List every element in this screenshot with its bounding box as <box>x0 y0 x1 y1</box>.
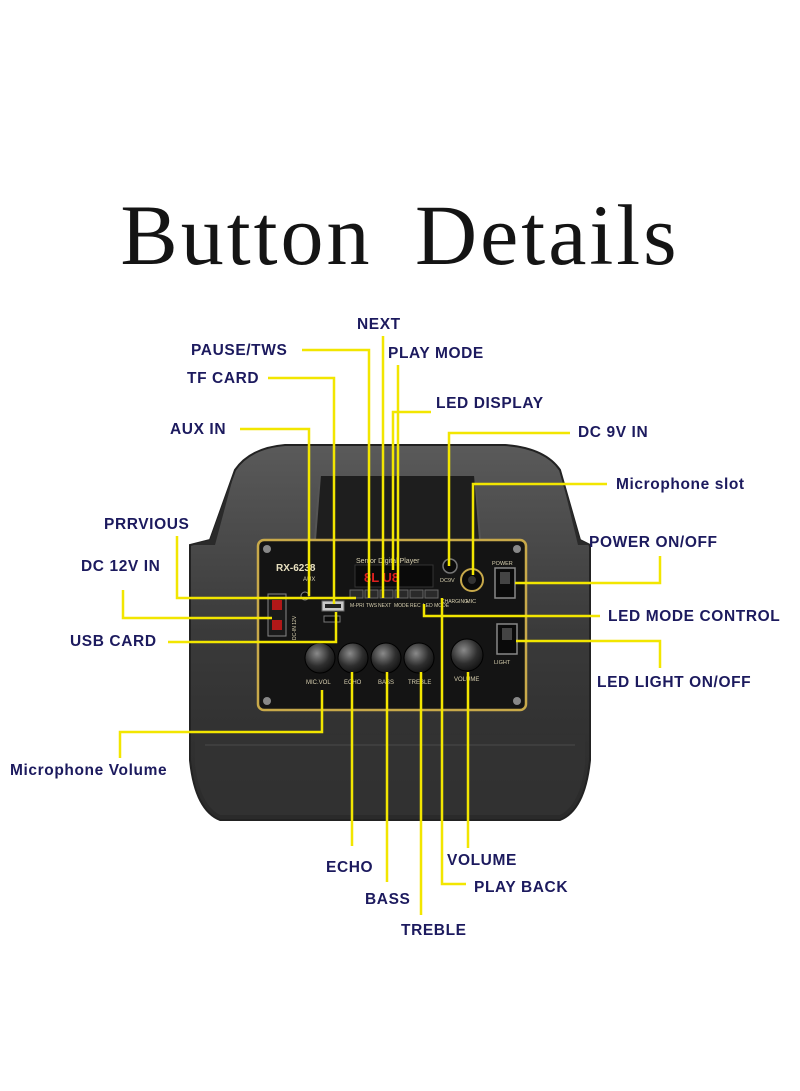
label-dc-9v-in: DC 9V IN <box>578 424 649 441</box>
label-pause-tws: PAUSE/TWS <box>191 342 288 359</box>
label-play-back: PLAY BACK <box>474 879 569 896</box>
rec-button[interactable] <box>409 589 424 599</box>
label-next: NEXT <box>357 316 401 333</box>
label-led-display: LED DISPLAY <box>436 395 544 412</box>
leader-led-mode-control <box>422 604 600 618</box>
knob-row: MIC.VOL ECHO BASS TREBLE VOLUME <box>304 638 484 686</box>
leader-dc-9v-in <box>447 431 570 566</box>
tws-button[interactable] <box>364 589 379 599</box>
power-switch-label: POWER <box>492 561 513 567</box>
red-terminal <box>272 600 282 610</box>
led-mode-button[interactable] <box>424 589 439 599</box>
model-text: RX-6238 <box>276 563 316 574</box>
mic-vol-knob[interactable] <box>304 642 336 674</box>
knob-label-volume: VOLUME <box>454 677 479 683</box>
player-name-text: Senior Digital Player <box>356 558 420 565</box>
tf-card-slot[interactable] <box>323 615 341 623</box>
leader-tf-card <box>268 376 336 604</box>
page-title: Button Details <box>120 187 680 283</box>
button-label-rec: REC <box>410 603 421 609</box>
volume-knob[interactable] <box>450 638 484 672</box>
button-label-mode: MODE <box>394 603 410 609</box>
mic-jack-label: MIC <box>466 599 476 605</box>
leader-aux-in <box>240 427 311 596</box>
label-usb-card: USB CARD <box>70 633 157 650</box>
leader-microphone-volume <box>118 690 324 758</box>
red-terminal-2 <box>272 620 282 630</box>
leader-previous <box>175 536 356 600</box>
label-tf-card: TF CARD <box>187 370 260 387</box>
leader-pause-tws <box>302 348 371 598</box>
button-label-next: NEXT <box>378 603 391 609</box>
leader-lines <box>118 336 662 915</box>
leader-play-back <box>440 598 466 886</box>
led-display-text: 8L U8 <box>364 570 399 585</box>
charging-label: CHARGING <box>441 599 468 605</box>
button-label-led-mode: LED MODE <box>423 603 450 609</box>
knob-label-mic-vol: MIC.VOL <box>306 680 331 686</box>
leader-power-on-off <box>515 556 662 585</box>
button-label-tws: TWS <box>366 603 378 609</box>
echo-knob[interactable] <box>337 642 369 674</box>
mode-button[interactable] <box>394 589 409 599</box>
leader-usb-card <box>168 612 338 644</box>
label-previous: PRRVIOUS <box>104 516 190 533</box>
label-echo: ECHO <box>326 859 374 876</box>
dc-in-label: DC-IN 12V <box>292 615 298 640</box>
label-volume: VOLUME <box>447 852 517 869</box>
label-led-light-on-off: LED LIGHT ON/OFF <box>597 674 752 691</box>
leader-led-display <box>391 410 431 570</box>
label-bass: BASS <box>365 891 411 908</box>
label-microphone-slot: Microphone slot <box>616 476 745 493</box>
leader-led-light-on-off <box>516 639 662 668</box>
label-dc-12v-in: DC 12V IN <box>81 558 161 575</box>
knob-label-treble: TREBLE <box>408 680 431 686</box>
light-switch-label: LIGHT <box>494 660 511 666</box>
next-button[interactable] <box>379 589 394 599</box>
bass-knob[interactable] <box>370 642 402 674</box>
m-pri-button[interactable] <box>349 589 364 599</box>
label-aux-in: AUX IN <box>170 421 227 438</box>
label-power-on-off: POWER ON/OFF <box>589 534 718 551</box>
leader-dc-12v-in <box>121 590 272 620</box>
label-treble: TREBLE <box>401 922 467 939</box>
dc9v-jack-label: DC9V <box>440 578 455 584</box>
label-microphone-volume: Microphone Volume <box>10 762 168 779</box>
leader-microphone-slot <box>471 482 607 575</box>
label-play-mode: PLAY MODE <box>388 345 484 362</box>
label-led-mode-control: LED MODE CONTROL <box>608 608 781 625</box>
treble-knob[interactable] <box>403 642 435 674</box>
button-row: M-PRI TWS NEXT MODE REC LED MODE <box>349 589 450 609</box>
button-label-m-pri: M-PRI <box>350 603 364 609</box>
